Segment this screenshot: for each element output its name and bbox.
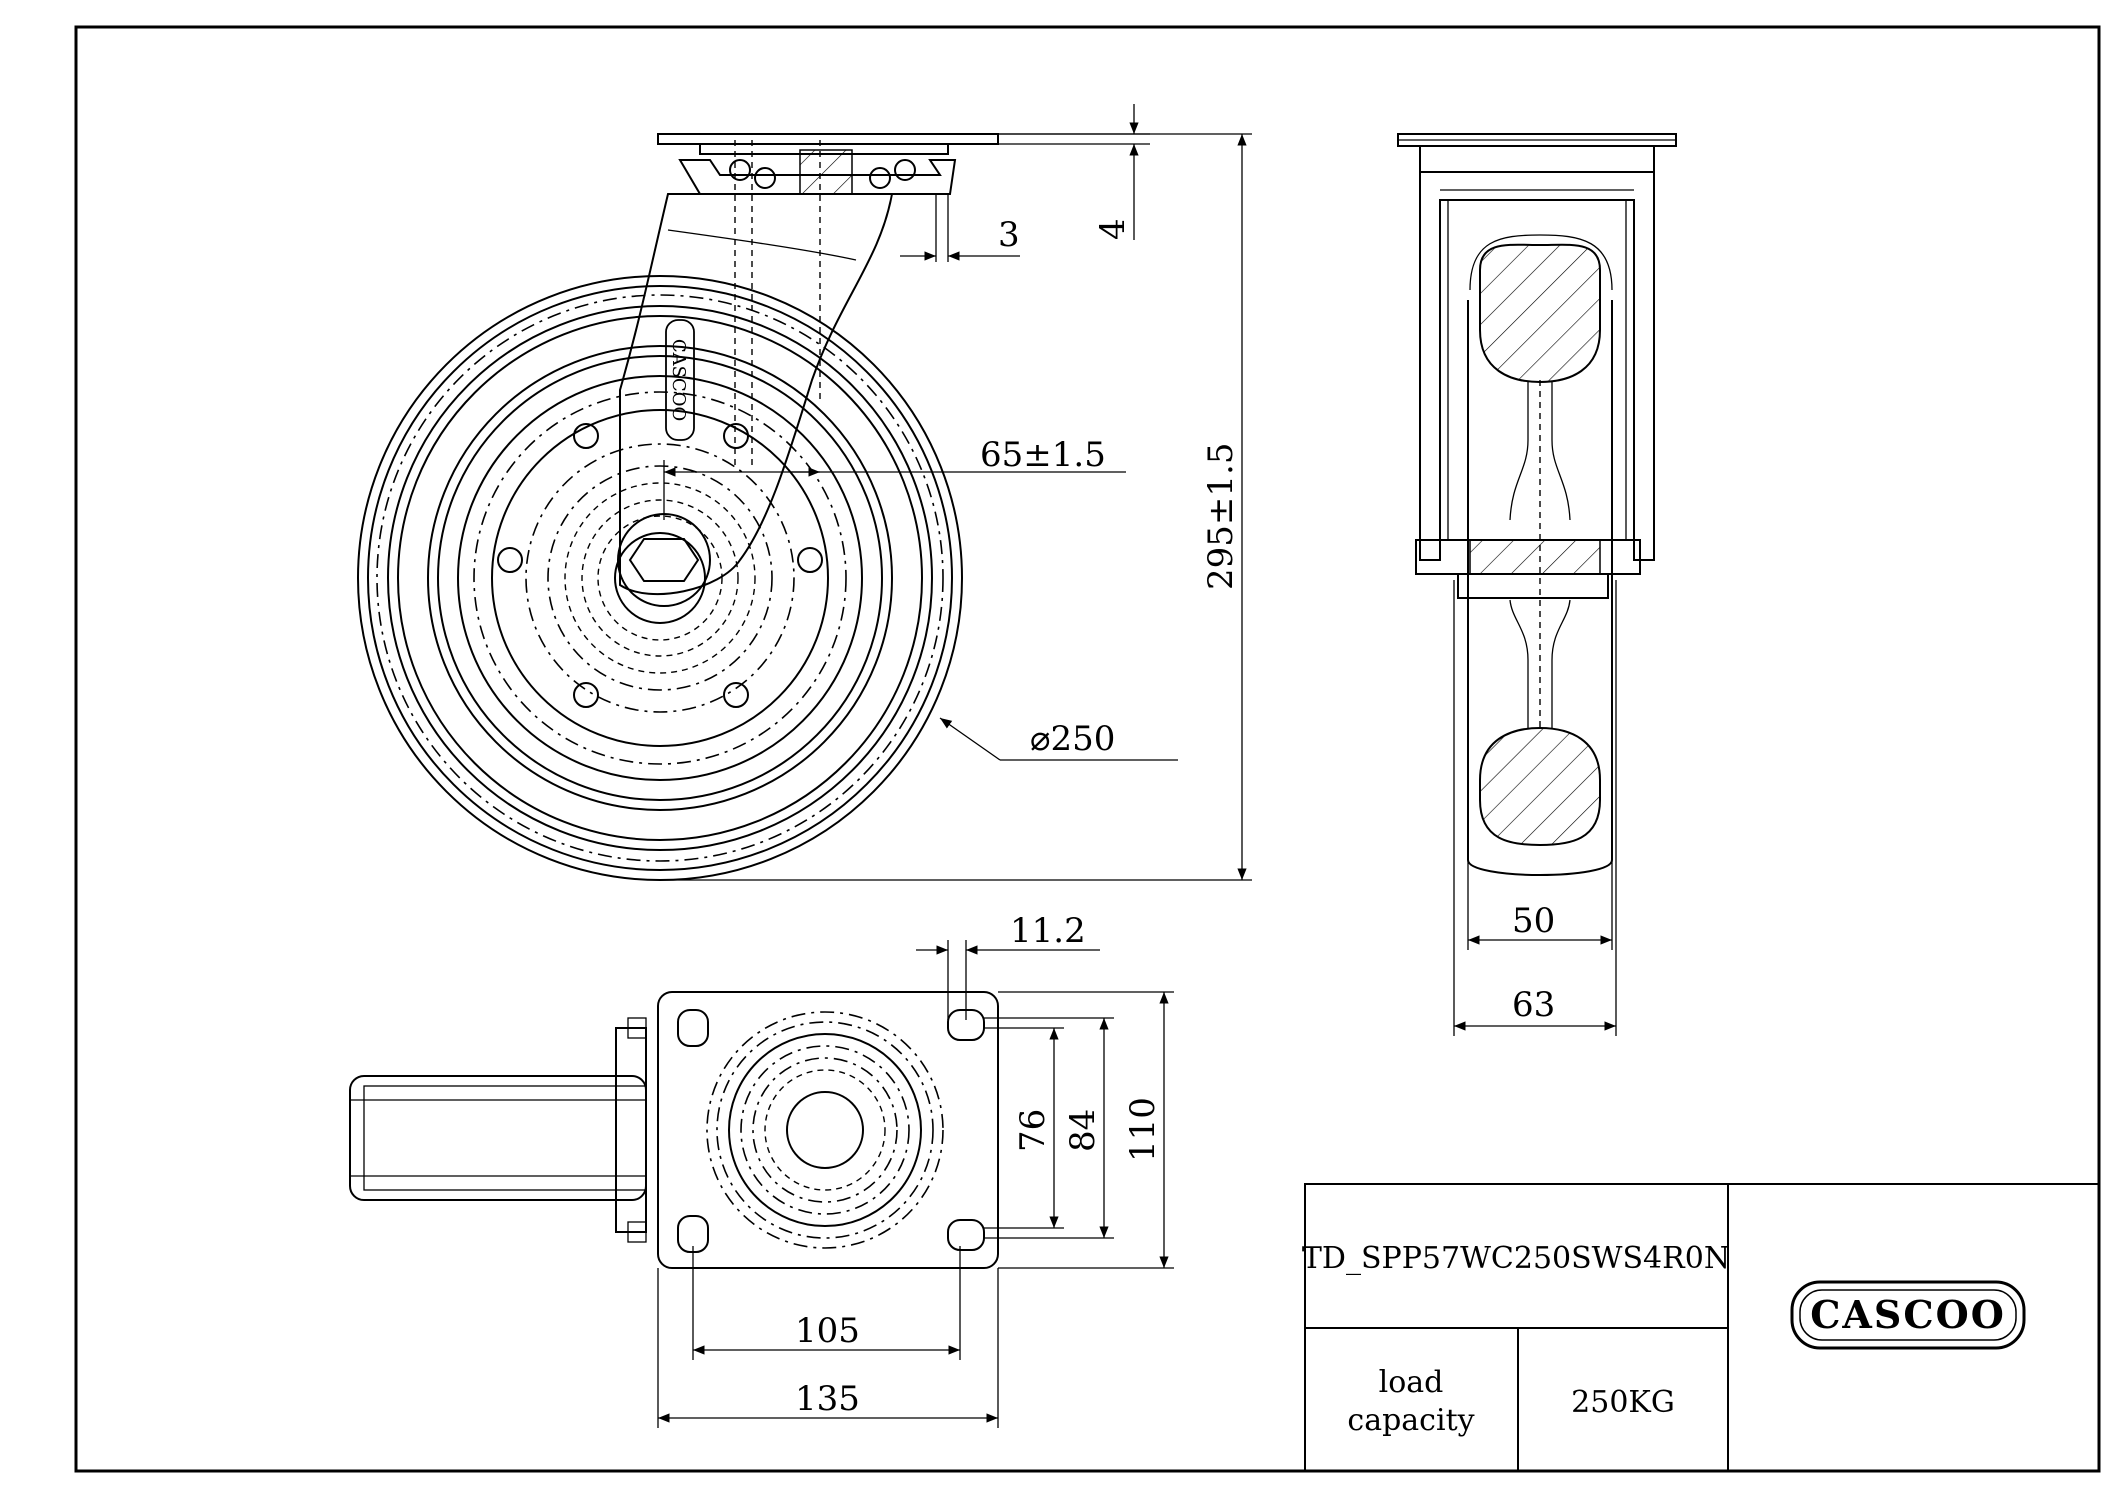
- top-view: [349, 991, 999, 1269]
- top-view-dimensions: 11.2 76 84 110 105 135: [657, 911, 1174, 1428]
- dim-swivel-offset: 65±1.5: [980, 435, 1106, 475]
- dim-fork-width: 63: [1512, 985, 1555, 1025]
- fork-logo-text: CASCOO: [668, 339, 689, 421]
- fork-logo: CASCOO: [665, 319, 695, 441]
- dim-wheel-diameter: ⌀250: [1030, 719, 1115, 759]
- dim-hole-spacing-length: 105: [795, 1311, 860, 1351]
- side-view-dimensions: 50 63: [1453, 580, 1617, 1036]
- title-block: TD_SPP57WC250SWS4R0N load capacity 250KG…: [1302, 1183, 2100, 1472]
- load-label-line1: load: [1379, 1365, 1444, 1400]
- brand-logo: CASCOO: [1790, 1280, 2026, 1350]
- dim-wheel-width: 50: [1512, 901, 1555, 941]
- brand-logo-text: CASCOO: [1810, 1292, 2006, 1337]
- dim-plate-offset: 3: [998, 215, 1020, 255]
- load-label-line2: capacity: [1347, 1403, 1474, 1438]
- dim-plate-length: 135: [795, 1379, 860, 1419]
- dim-overall-height: 295±1.5: [1201, 443, 1241, 590]
- dim-hole-spacing-outer: 84: [1063, 1109, 1103, 1152]
- front-view: CASCOO: [357, 133, 999, 881]
- part-number: TD_SPP57WC250SWS4R0N: [1302, 1241, 1730, 1276]
- load-value: 250KG: [1571, 1385, 1675, 1420]
- sheet-border: [74, 25, 2101, 1473]
- dim-plate-width: 110: [1123, 1097, 1163, 1162]
- dim-hole-slot: 11.2: [1010, 911, 1086, 951]
- side-view: [1397, 133, 1677, 876]
- dim-hole-spacing-inner: 76: [1013, 1109, 1053, 1152]
- front-view-dimensions: 4 3 65±1.5 295±1.5 ⌀250: [660, 104, 1252, 881]
- dim-plate-thickness: 4: [1093, 218, 1133, 240]
